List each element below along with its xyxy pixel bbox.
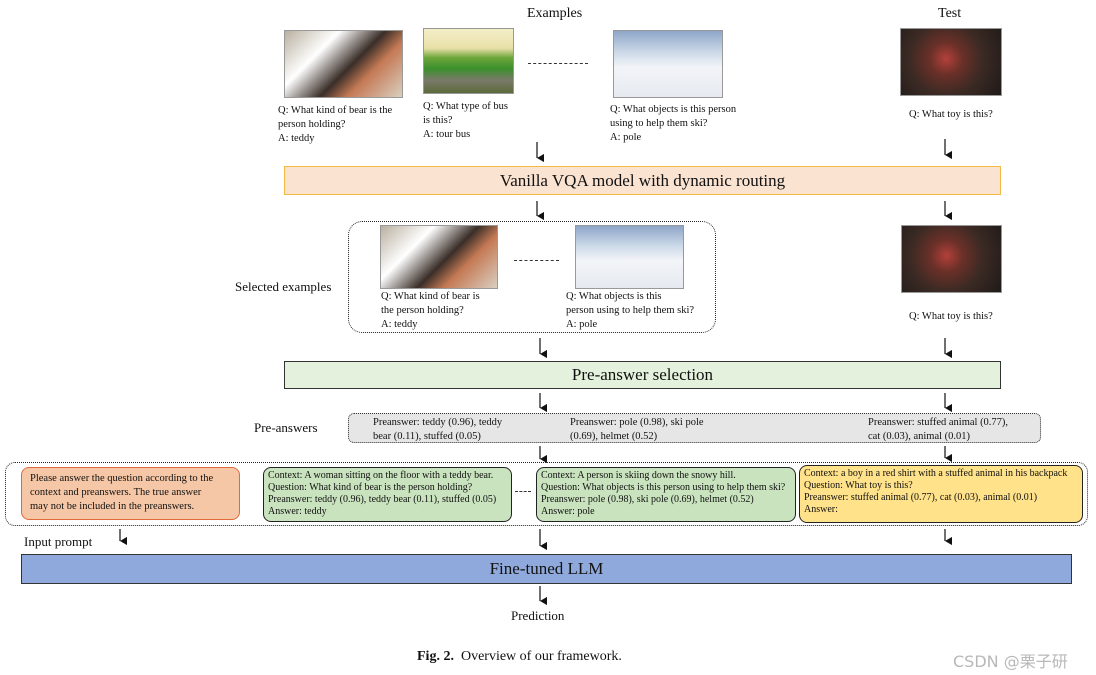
pre-answers-label: Pre-answers (254, 420, 318, 435)
preanswer-text: Preanswer: stuffed animal (0.77), cat (0… (868, 417, 1009, 442)
preanswer-text: Preanswer: pole (0.98), ski pole (0.69),… (570, 417, 704, 442)
test-question: Q: What toy is this? (909, 109, 993, 120)
prediction-label: Prediction (511, 608, 565, 623)
caption-text: Overview of our framework. (460, 649, 622, 664)
figure-caption: Fig. 2. Overview of our framework. (417, 649, 622, 665)
caption-label: Fig. 2. (417, 649, 454, 664)
example-question: Q: What kind of bear is the person holdi… (278, 105, 393, 130)
fine-tuned-llm-box: Fine-tuned LLM (21, 554, 1072, 584)
example-question: Q: What type of bus is this? (423, 101, 508, 126)
watermark: CSDN @栗子研 (953, 652, 1068, 671)
selected-question: Q: What objects is this person using to … (566, 291, 695, 316)
example-image-teddy (284, 30, 403, 98)
example-answer: A: teddy (278, 133, 315, 144)
context-card: Context: A woman sitting on the floor wi… (263, 467, 512, 522)
selected-examples-label: Selected examples (235, 279, 332, 294)
selected-image-teddy (380, 225, 498, 289)
instruction-card: Please answer the question according to … (21, 467, 240, 520)
ellipsis-dash (515, 491, 531, 492)
selected-image-ski (575, 225, 684, 289)
selected-question: Q: What kind of bear is the person holdi… (381, 291, 480, 316)
pre-answer-selection-box: Pre-answer selection (284, 361, 1001, 389)
pre-answers-box (348, 413, 1041, 443)
preanswer-text: Preanswer: teddy (0.96), teddy bear (0.1… (373, 417, 503, 442)
test-header: Test (938, 6, 962, 21)
example-image-ski (613, 30, 723, 98)
examples-header: Examples (527, 6, 583, 21)
selected-answer: A: teddy (381, 319, 418, 330)
selected-examples-group (348, 221, 716, 333)
example-answer: A: pole (610, 132, 642, 143)
test-image-selected (901, 225, 1002, 293)
selected-answer: A: pole (566, 319, 598, 330)
context-card: Context: A person is skiing down the sno… (536, 467, 796, 522)
test-question: Q: What toy is this? (909, 311, 993, 322)
test-context-card: Context: a boy in a red shirt with a stu… (799, 465, 1083, 523)
example-answer: A: tour bus (423, 129, 471, 140)
input-prompt-label: Input prompt (24, 534, 93, 549)
example-image-bus (423, 28, 514, 94)
vqa-model-box: Vanilla VQA model with dynamic routing (284, 166, 1001, 195)
ellipsis-dash (528, 63, 588, 64)
example-question: Q: What objects is this person using to … (610, 104, 737, 129)
test-image (900, 28, 1002, 96)
ellipsis-dash (514, 260, 559, 261)
